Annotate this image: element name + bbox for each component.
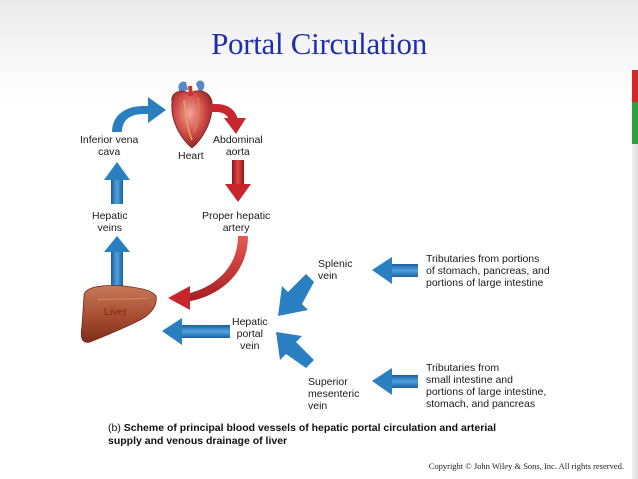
label-text: Superior mesenteric vein bbox=[308, 376, 360, 412]
label-splenic-vein: Splenic vein bbox=[318, 258, 352, 282]
arrow-portal-vein-to-liver bbox=[162, 318, 230, 345]
label-heart: Heart bbox=[178, 150, 204, 162]
arrow-mesenteric-to-portal bbox=[276, 332, 314, 368]
label-text: Tributaries from small intestine and por… bbox=[426, 362, 547, 410]
label-text: Tributaries from portions of stomach, pa… bbox=[426, 253, 550, 289]
label-text: Splenic vein bbox=[318, 258, 353, 282]
label-liver: Liver bbox=[104, 306, 127, 318]
arrow-hepatic-veins-to-ivc bbox=[104, 162, 130, 204]
label-proper-hepatic-artery: Proper hepatic artery bbox=[202, 210, 270, 234]
liver-icon bbox=[80, 285, 157, 343]
arrow-hepatic-artery-to-liver bbox=[168, 236, 248, 310]
caption-line2: supply and venous drainage of liver bbox=[108, 435, 288, 447]
slide-title: Portal Circulation bbox=[211, 26, 427, 61]
edge-accent-gray bbox=[632, 144, 638, 479]
label-hepatic-portal-vein: Hepatic portal vein bbox=[232, 316, 268, 352]
label-tributaries-splenic: Tributaries from portions of stomach, pa… bbox=[426, 253, 550, 289]
label-text: Abdominal aorta bbox=[213, 134, 263, 158]
label-text: Hepatic veins bbox=[92, 210, 128, 234]
arrow-liver-to-hepatic-veins bbox=[104, 236, 130, 292]
copyright-notice: Copyright © John Wiley & Sons, Inc. All … bbox=[428, 461, 624, 471]
arrow-ivc-to-heart bbox=[112, 97, 166, 132]
caption-line1: Scheme of principal blood vessels of hep… bbox=[123, 422, 497, 434]
heart-icon bbox=[171, 80, 213, 149]
figure-caption: (b) Scheme of principal blood vessels of… bbox=[108, 422, 496, 448]
label-text: Hepatic portal vein bbox=[232, 316, 268, 352]
arrow-splenic-to-portal bbox=[278, 274, 314, 316]
arrow-aorta-to-hepatic-artery bbox=[225, 160, 251, 202]
label-hepatic-veins: Hepatic veins bbox=[92, 210, 128, 234]
label-abdominal-aorta: Abdominal aorta bbox=[213, 134, 263, 158]
arrow-tributaries-to-mesenteric bbox=[372, 368, 418, 395]
edge-accent-green bbox=[632, 102, 638, 144]
label-inferior-vena-cava: Inferior vena cava bbox=[80, 134, 138, 158]
label-text: Inferior vena cava bbox=[80, 134, 139, 158]
label-superior-mesenteric-vein: Superior mesenteric vein bbox=[308, 376, 359, 412]
label-tributaries-mesenteric: Tributaries from small intestine and por… bbox=[426, 362, 546, 410]
caption-part: (b) bbox=[108, 422, 121, 434]
edge-accent-red bbox=[632, 70, 638, 102]
arrow-tributaries-to-splenic bbox=[372, 257, 418, 284]
arrow-heart-to-aorta bbox=[210, 104, 246, 134]
label-text: Proper hepatic artery bbox=[202, 210, 271, 234]
